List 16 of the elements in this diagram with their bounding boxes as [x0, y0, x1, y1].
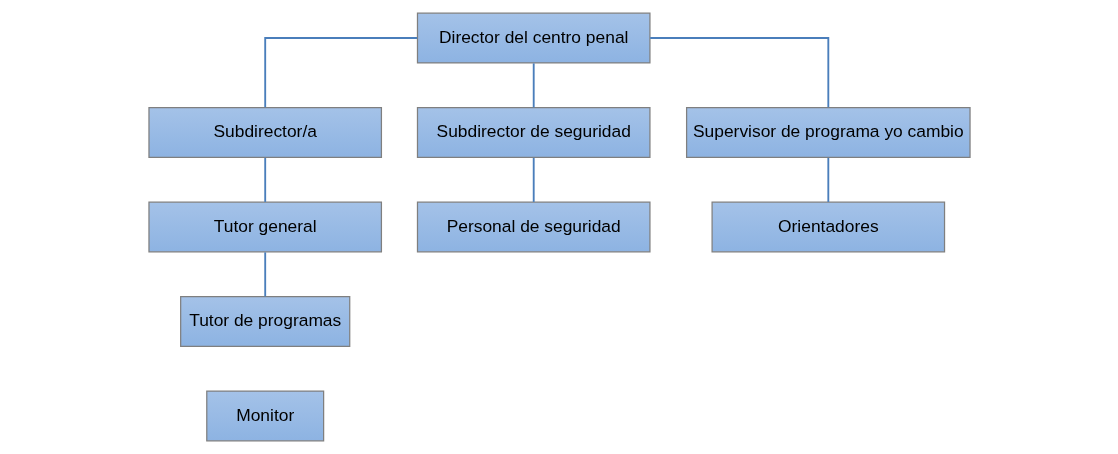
node-box: Subdirector de seguridad	[416, 107, 651, 158]
connector	[648, 37, 829, 109]
connector	[263, 251, 266, 298]
connector	[532, 156, 535, 203]
node-box: Supervisor de programa yo cambio	[685, 107, 971, 158]
node-box: Tutor de programas	[179, 296, 350, 347]
node-box: Monitor	[205, 390, 324, 442]
connector	[263, 37, 418, 109]
node-box: Director del centro penal	[416, 12, 651, 64]
node-box: Subdirector/a	[147, 107, 382, 158]
connector	[826, 156, 829, 203]
node-box: Tutor general	[147, 201, 382, 253]
node-box: Personal de seguridad	[416, 201, 651, 253]
connector	[532, 62, 535, 109]
node-box: Orientadores	[710, 201, 945, 253]
connector	[263, 156, 266, 203]
